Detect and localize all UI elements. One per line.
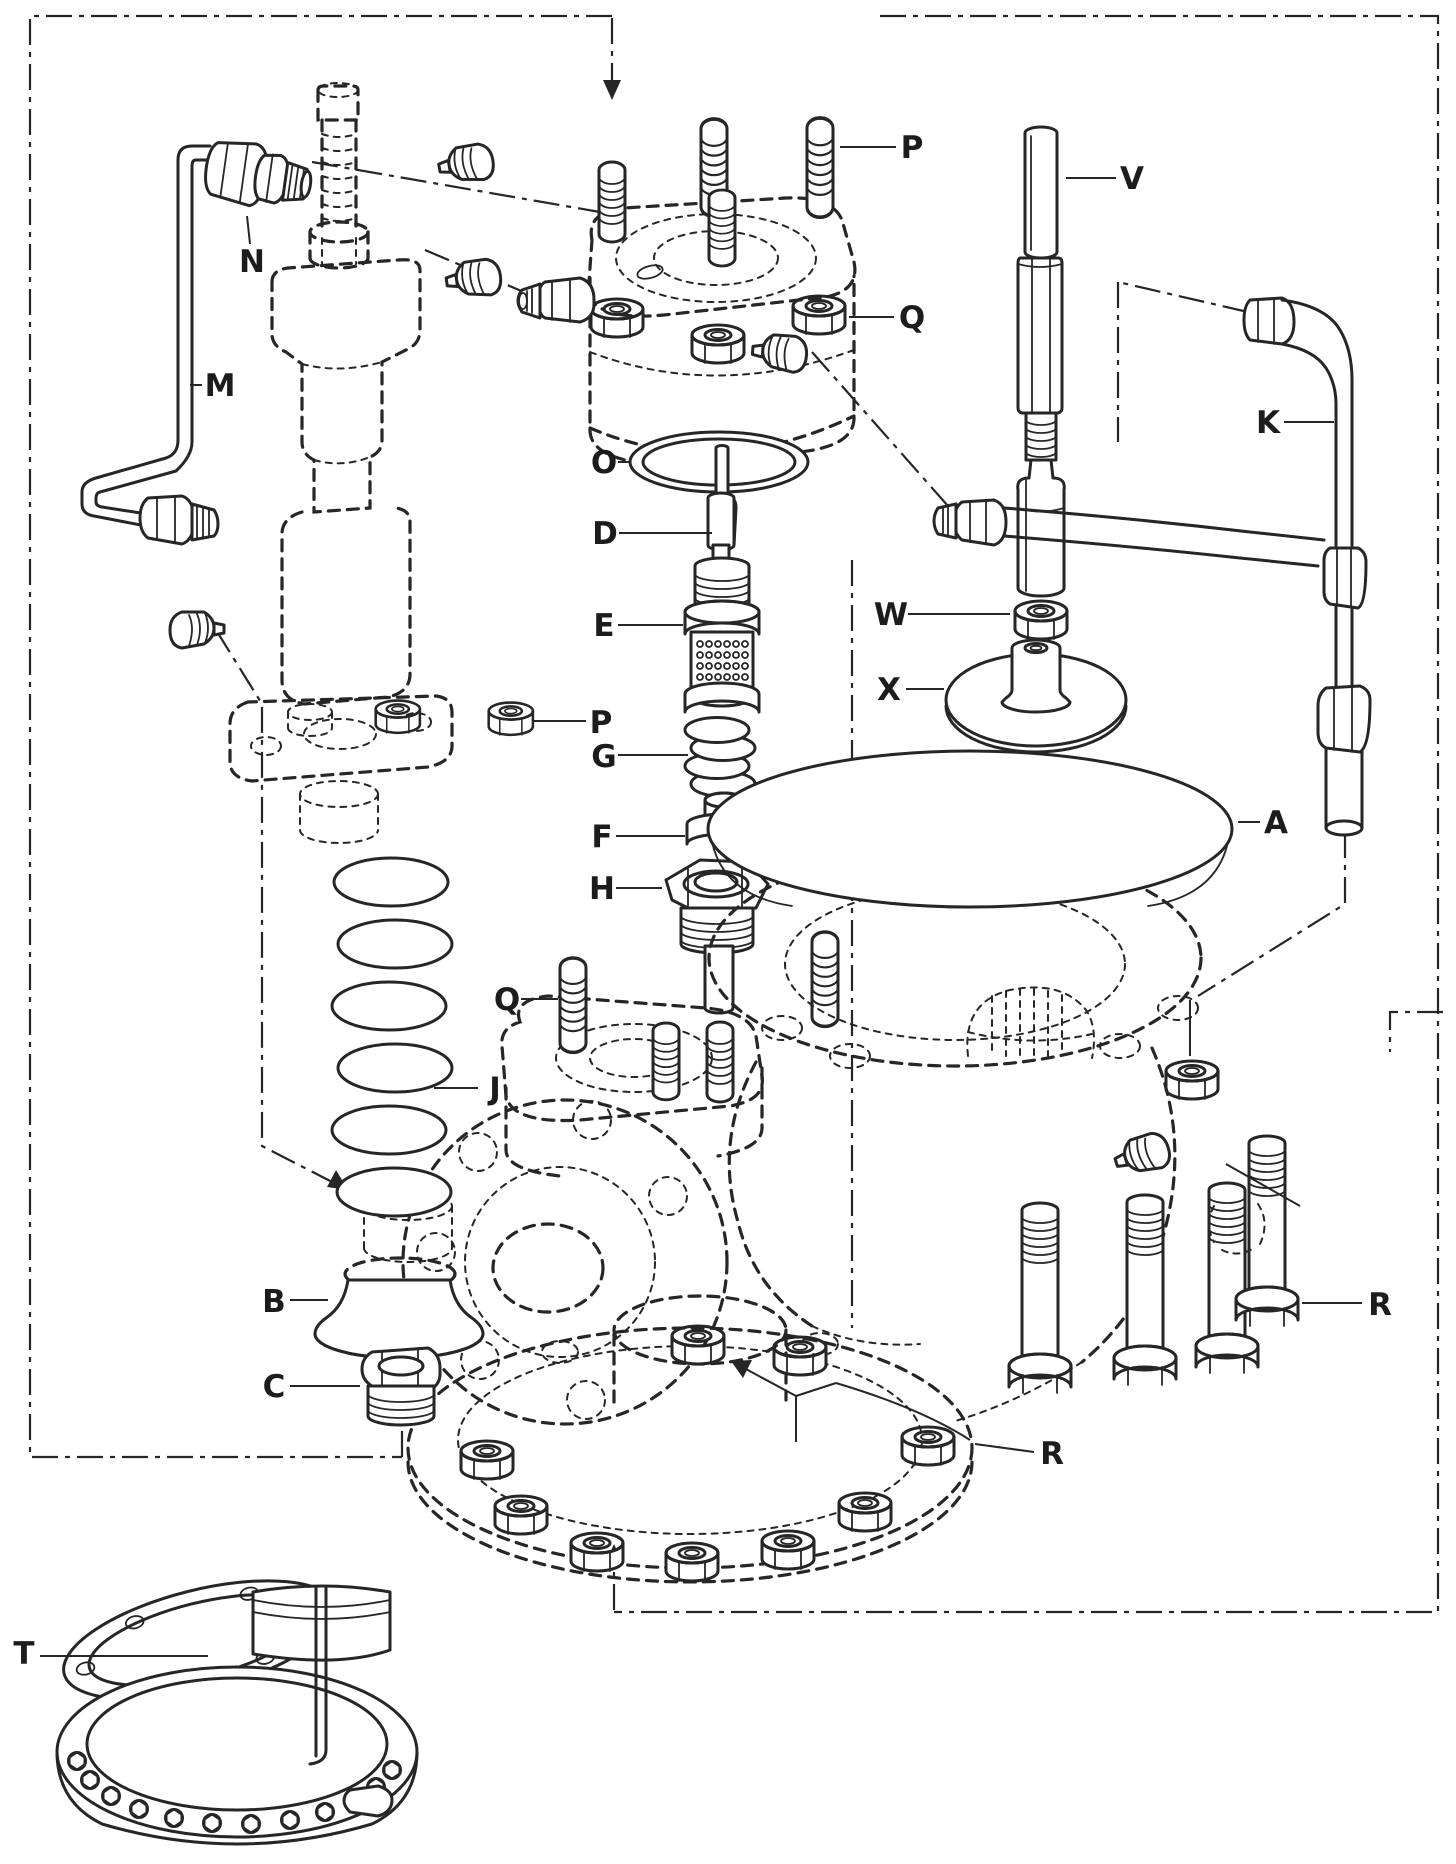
label-q-mid: Q bbox=[494, 982, 520, 1018]
pipe-fitting-n bbox=[204, 141, 313, 208]
valve-stem-v bbox=[1016, 125, 1066, 598]
spring-seat-b bbox=[313, 1191, 485, 1360]
bushing-h bbox=[664, 858, 770, 1015]
stem-nut-w bbox=[1013, 599, 1069, 641]
drain-plug-c bbox=[360, 1346, 442, 1427]
arrow-down-icon bbox=[603, 80, 621, 100]
label-m: M bbox=[205, 368, 236, 404]
nut-row-p bbox=[287, 699, 535, 737]
nut-q bbox=[690, 323, 746, 365]
pipe-plug bbox=[442, 256, 505, 303]
leader-lines bbox=[40, 146, 1362, 1657]
spring-case-phantom bbox=[228, 82, 454, 844]
nut-q bbox=[589, 297, 645, 339]
stud-q bbox=[810, 930, 840, 1029]
label-x: X bbox=[877, 672, 901, 708]
lower-cover-assembly bbox=[500, 930, 840, 1178]
diaphragm-plate-x bbox=[944, 638, 1128, 754]
flange-bolts-r bbox=[1007, 1134, 1301, 1395]
pipe-tee-branch bbox=[932, 498, 1326, 568]
stud-p bbox=[597, 160, 627, 244]
label-d: D bbox=[592, 516, 618, 552]
label-p-top: P bbox=[901, 130, 924, 166]
label-f: F bbox=[591, 819, 612, 855]
stud-p bbox=[805, 116, 835, 220]
label-o: O bbox=[591, 445, 617, 481]
strainer-e bbox=[683, 556, 761, 714]
nut-r-indicated bbox=[670, 1324, 726, 1366]
label-e: E bbox=[593, 608, 614, 644]
trim-column bbox=[628, 430, 810, 1104]
nut-on-flange bbox=[1164, 1059, 1220, 1101]
nut-q bbox=[791, 294, 847, 336]
tube-connector-fitting bbox=[516, 276, 596, 324]
pipe-fitting-lower bbox=[138, 494, 220, 546]
main-spring-j bbox=[330, 856, 454, 1218]
label-t: T bbox=[13, 1636, 34, 1672]
label-r-bottom: R bbox=[1040, 1436, 1064, 1472]
nut-p bbox=[374, 699, 422, 735]
label-j: J bbox=[487, 1071, 501, 1107]
stud-p bbox=[707, 188, 737, 268]
spring-g bbox=[683, 716, 757, 798]
label-h: H bbox=[589, 871, 615, 907]
pilot-pin-d bbox=[714, 444, 730, 500]
assembled-valve-t bbox=[55, 1579, 419, 1846]
grease-fitting bbox=[168, 610, 226, 650]
label-q-top: Q bbox=[899, 300, 925, 336]
label-p-mid: P bbox=[590, 705, 613, 741]
pipe-plug bbox=[434, 140, 498, 189]
label-r-right: R bbox=[1368, 1287, 1392, 1323]
nut-p bbox=[487, 701, 535, 737]
diaphragm-a bbox=[706, 749, 1234, 909]
stud-q bbox=[651, 1021, 681, 1102]
label-n: N bbox=[239, 244, 265, 280]
label-w: W bbox=[874, 597, 908, 633]
vent-screw bbox=[1109, 1128, 1175, 1183]
label-g: G bbox=[591, 739, 616, 775]
label-a: A bbox=[1264, 805, 1288, 841]
label-v: V bbox=[1120, 161, 1144, 197]
stud-q bbox=[558, 956, 588, 1055]
pilot-pipe-k bbox=[932, 296, 1372, 837]
label-c: C bbox=[263, 1369, 286, 1405]
label-k: K bbox=[1256, 405, 1281, 441]
control-pipe-m bbox=[80, 141, 313, 650]
label-b: B bbox=[262, 1284, 286, 1320]
pipe-plug bbox=[749, 331, 810, 375]
top-cover-assembly bbox=[434, 116, 857, 466]
flange-nuts-r bbox=[459, 1324, 971, 1583]
